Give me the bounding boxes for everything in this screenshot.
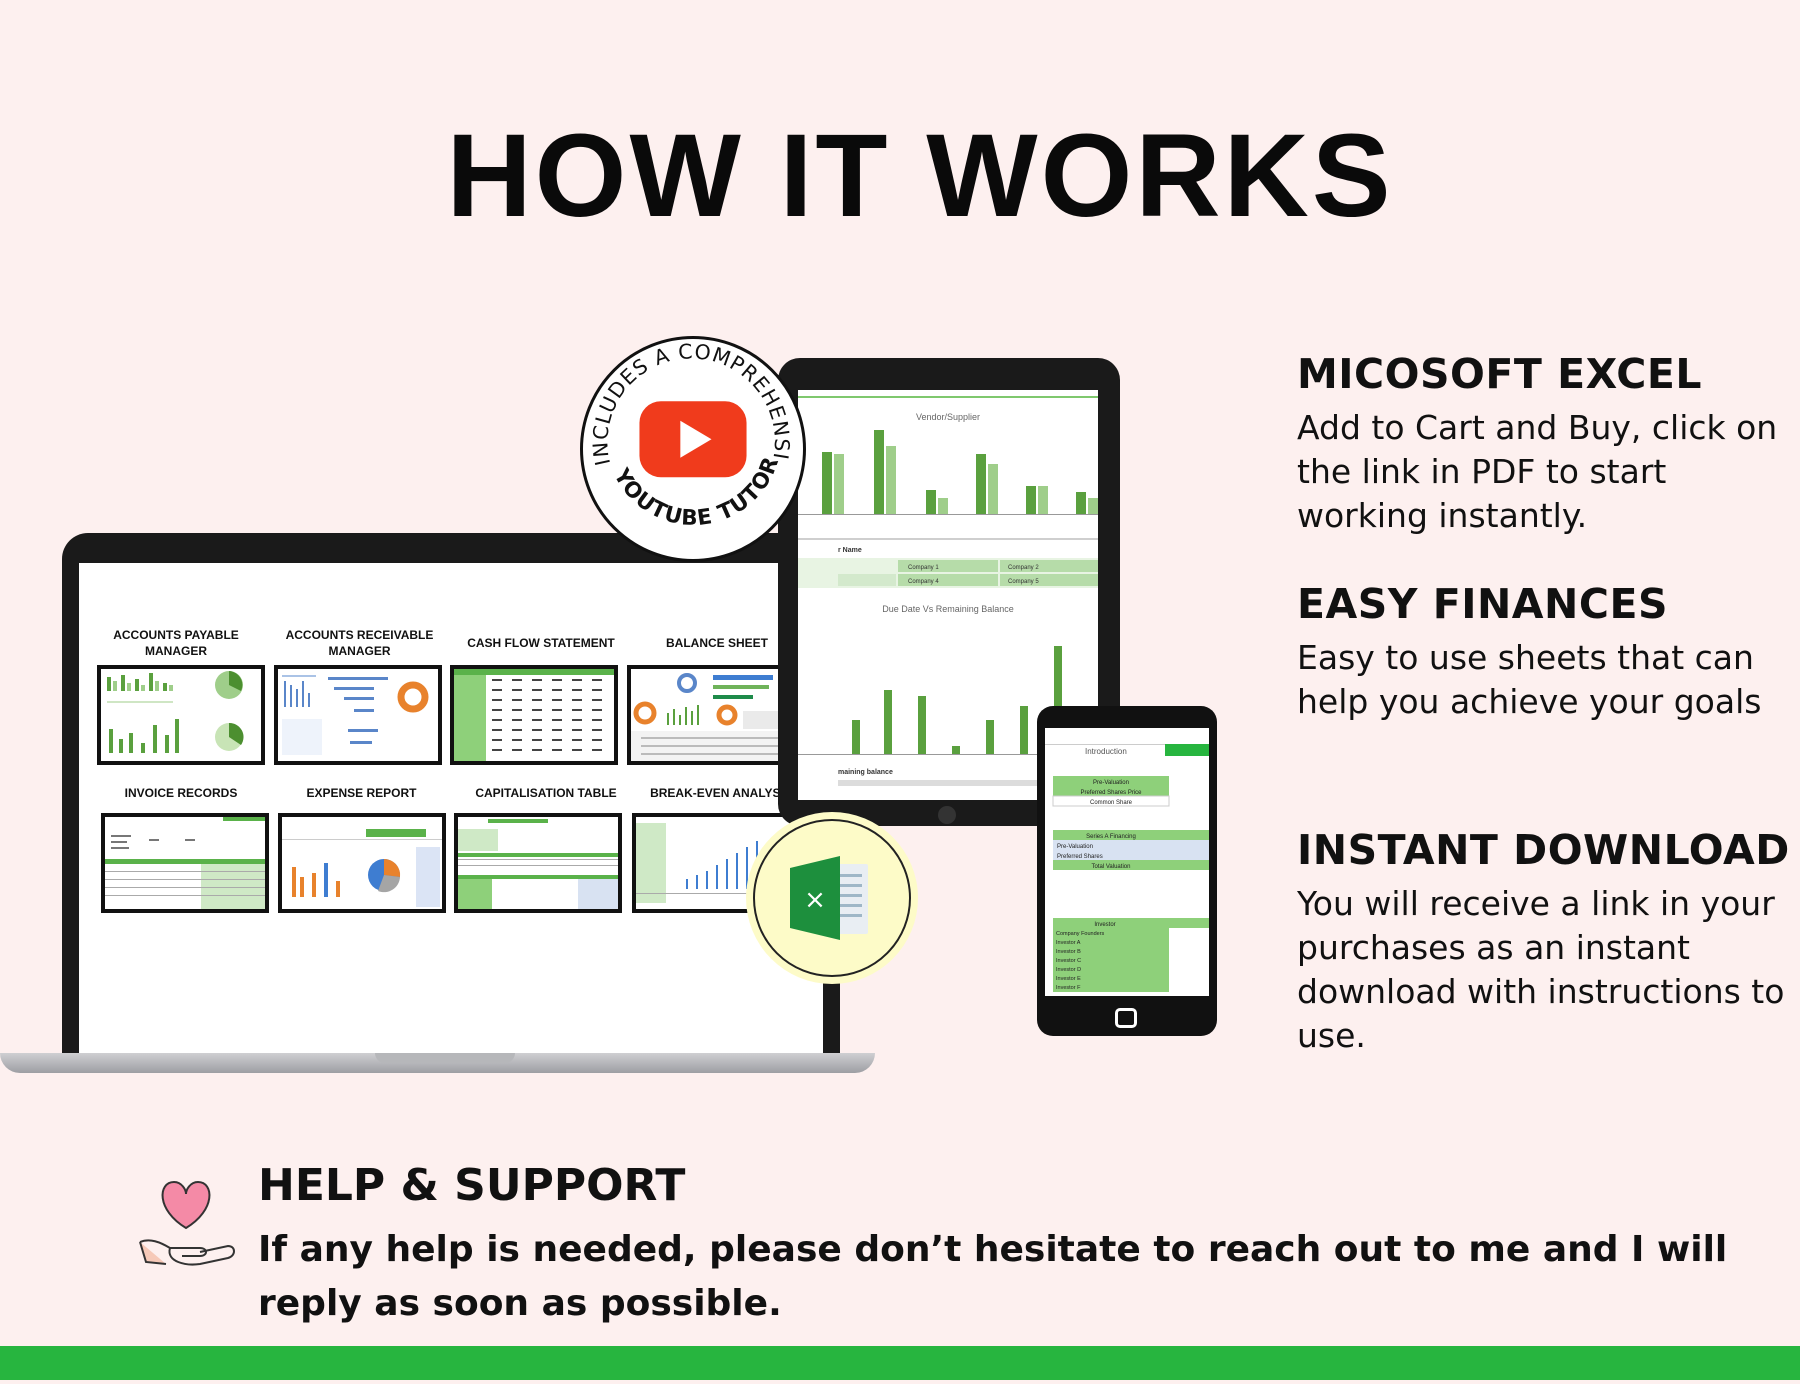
help-support-section: HELP & SUPPORT If any help is needed, pl… (258, 1160, 1738, 1331)
phone-investor-b: Investor B (1056, 949, 1081, 955)
phone-investor-f: Investor F (1056, 985, 1081, 991)
phone-row-total-valuation: Total Valuation (1092, 864, 1131, 870)
phone-investor-founders: Company Founders (1056, 931, 1105, 937)
phone-row-preferred-price: Preferred Shares Price (1080, 790, 1142, 796)
tablet-company-2: Company 2 (1008, 565, 1039, 571)
thumb-capitalisation-table (454, 813, 622, 913)
tablet-chart1-title: Vendor/Supplier (916, 412, 980, 422)
phone-row-common-share: Common Share (1090, 800, 1133, 806)
thumb-label-expense-report: EXPENSE REPORT (306, 786, 417, 800)
thumb-label-cash-flow: CASH FLOW STATEMENT (467, 636, 615, 650)
feature-instant-download: INSTANT DOWNLOAD You will receive a link… (1297, 826, 1790, 1058)
tablet-company-4: Company 4 (908, 579, 939, 585)
phone-investor-header: Investor (1094, 922, 1115, 928)
tablet-home-button (938, 806, 956, 824)
bottom-accent-bar (0, 1346, 1800, 1380)
laptop-hinge (375, 1053, 515, 1063)
thumb-label-invoice-records: INVOICE RECORDS (124, 786, 238, 800)
youtube-play-icon (639, 401, 747, 478)
thumb-cash-flow (450, 665, 618, 765)
thumb-accounts-receivable (274, 665, 442, 765)
feature-easy-finances: EASY FINANCES Easy to use sheets that ca… (1297, 580, 1787, 724)
thumb-accounts-payable (97, 665, 265, 765)
heart-hand-icon (139, 1180, 235, 1266)
page-title: HOW IT WORKS (446, 110, 1394, 242)
thumb-label-accounts-receivable: ACCOUNTS RECEIVABLE MANAGER (285, 628, 434, 658)
feature-heading: EASY FINANCES (1297, 580, 1668, 628)
excel-icon: × (790, 856, 868, 940)
phone-spreadsheet: Introduction Pre-Valuation Preferred Sha… (1045, 744, 1209, 992)
tablet-name-label: r Name (838, 547, 862, 554)
tablet-company-5: Company 5 (1008, 579, 1039, 585)
tablet-company-1: Company 1 (908, 565, 939, 571)
thumb-break-even (632, 813, 800, 913)
tablet-dashboard: Vendor/Supplier r Name Company 1 Company… (798, 396, 1098, 786)
tablet-chart2-title: Due Date Vs Remaining Balance (882, 604, 1014, 614)
phone-row-pre-valuation: Pre-Valuation (1093, 780, 1129, 786)
feature-text: You will receive a link in your purchase… (1297, 884, 1785, 1055)
phone-row-pre-valuation-2: Pre-Valuation (1057, 844, 1093, 850)
phone-home-button (1115, 1008, 1137, 1028)
thumb-label-accounts-payable: ACCOUNTS PAYABLE MANAGER (113, 628, 239, 658)
thumb-label-capitalisation-table: CAPITALISATION TABLE (475, 786, 617, 800)
thumb-invoice-records (101, 813, 269, 913)
phone-investor-c: Investor C (1056, 958, 1081, 964)
excel-badge: × (746, 812, 918, 984)
feature-text: Add to Cart and Buy, click on the link i… (1297, 408, 1778, 535)
phone-row-series-a: Series A Financing (1086, 834, 1136, 840)
thumb-balance-sheet (627, 665, 795, 765)
help-text: If any help is needed, please don’t hesi… (258, 1229, 1728, 1324)
thumb-label-break-even: BREAK-EVEN ANALYSIS (650, 786, 792, 800)
svg-text:×: × (804, 885, 826, 915)
phone-investor-d: Investor D (1056, 967, 1081, 973)
phone-row-preferred-shares: Preferred Shares (1057, 854, 1103, 860)
phone-mockup: Introduction Pre-Valuation Preferred Sha… (1037, 706, 1217, 1036)
feature-heading: INSTANT DOWNLOAD (1297, 826, 1790, 874)
laptop-base (0, 1053, 875, 1073)
feature-heading: MICOSOFT EXCEL (1297, 350, 1703, 398)
youtube-tutorial-badge: INCLUDES A COMPREHENSIVE YOUTUBE TUTORIA… (574, 320, 806, 562)
feature-text: Easy to use sheets that can help you ach… (1297, 638, 1762, 721)
feature-microsoft-excel: MICOSOFT EXCEL Add to Cart and Buy, clic… (1297, 350, 1787, 538)
help-heading: HELP & SUPPORT (258, 1160, 686, 1211)
phone-investor-e: Investor E (1056, 976, 1081, 982)
phone-investor-a: Investor A (1056, 940, 1081, 946)
thumb-expense-report (278, 813, 446, 913)
tablet-remaining-label: maining balance (838, 769, 893, 776)
laptop-mockup: ACCOUNTS PAYABLE MANAGER ACCOUNTS RECEIV… (0, 533, 875, 1078)
laptop-screen: ACCOUNTS PAYABLE MANAGER ACCOUNTS RECEIV… (79, 563, 823, 1053)
phone-screen: Introduction Pre-Valuation Preferred Sha… (1045, 728, 1209, 996)
thumb-label-balance-sheet: BALANCE SHEET (665, 636, 768, 650)
phone-intro-label: Introduction (1085, 747, 1127, 756)
